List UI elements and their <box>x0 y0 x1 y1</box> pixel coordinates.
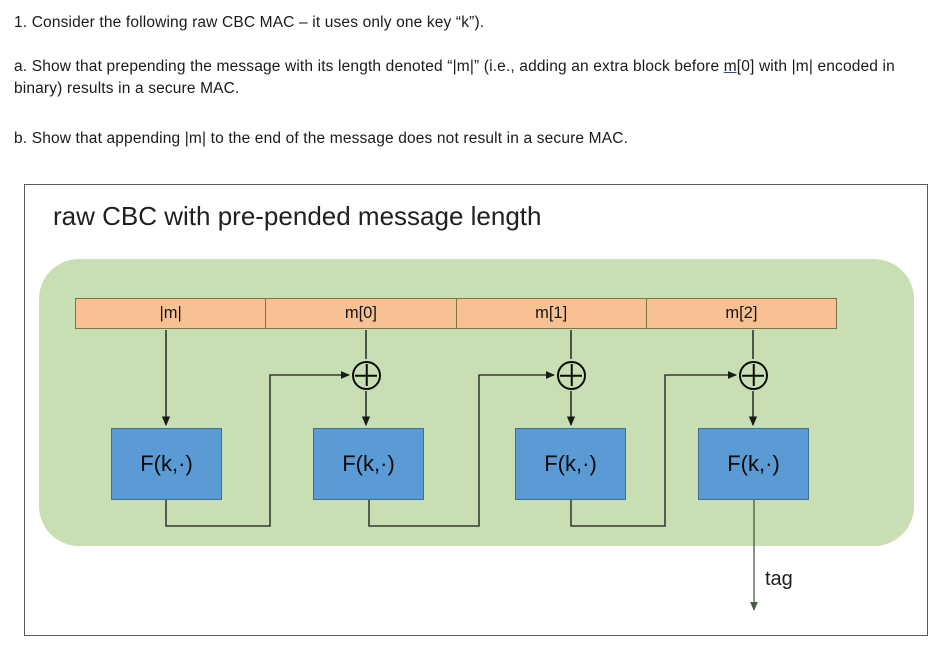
question-part-a-underlined-term: m[ <box>723 58 742 75</box>
prf-box-3: F(k,·) <box>698 428 809 500</box>
output-tag-label: tag <box>765 568 793 590</box>
question-part-a-suffix: 0] with |m| encoded in binary) results i… <box>14 58 895 97</box>
message-block-length: |m| <box>76 299 267 328</box>
xor-gate-1 <box>352 361 381 390</box>
message-block-m1: m[1] <box>456 299 647 328</box>
xor-gate-3 <box>739 361 768 390</box>
message-block-m0: m[0] <box>266 299 457 328</box>
prf-box-2: F(k,·) <box>515 428 626 500</box>
xor-gate-2 <box>557 361 586 390</box>
message-blocks-row: |m| m[0] m[1] m[2] <box>75 298 837 329</box>
question-part-a-prefix: a. Show that prepending the message with… <box>14 58 724 75</box>
diagram-title: raw CBC with pre-pended message length <box>53 201 542 231</box>
message-block-m2: m[2] <box>646 299 836 328</box>
prf-box-0: F(k,·) <box>111 428 222 500</box>
prf-box-1: F(k,·) <box>313 428 424 500</box>
question-intro-line: 1. Consider the following raw CBC MAC – … <box>14 14 485 31</box>
question-part-b: b. Show that appending |m| to the end of… <box>14 130 629 147</box>
question-part-a: a. Show that prepending the message with… <box>14 56 939 100</box>
